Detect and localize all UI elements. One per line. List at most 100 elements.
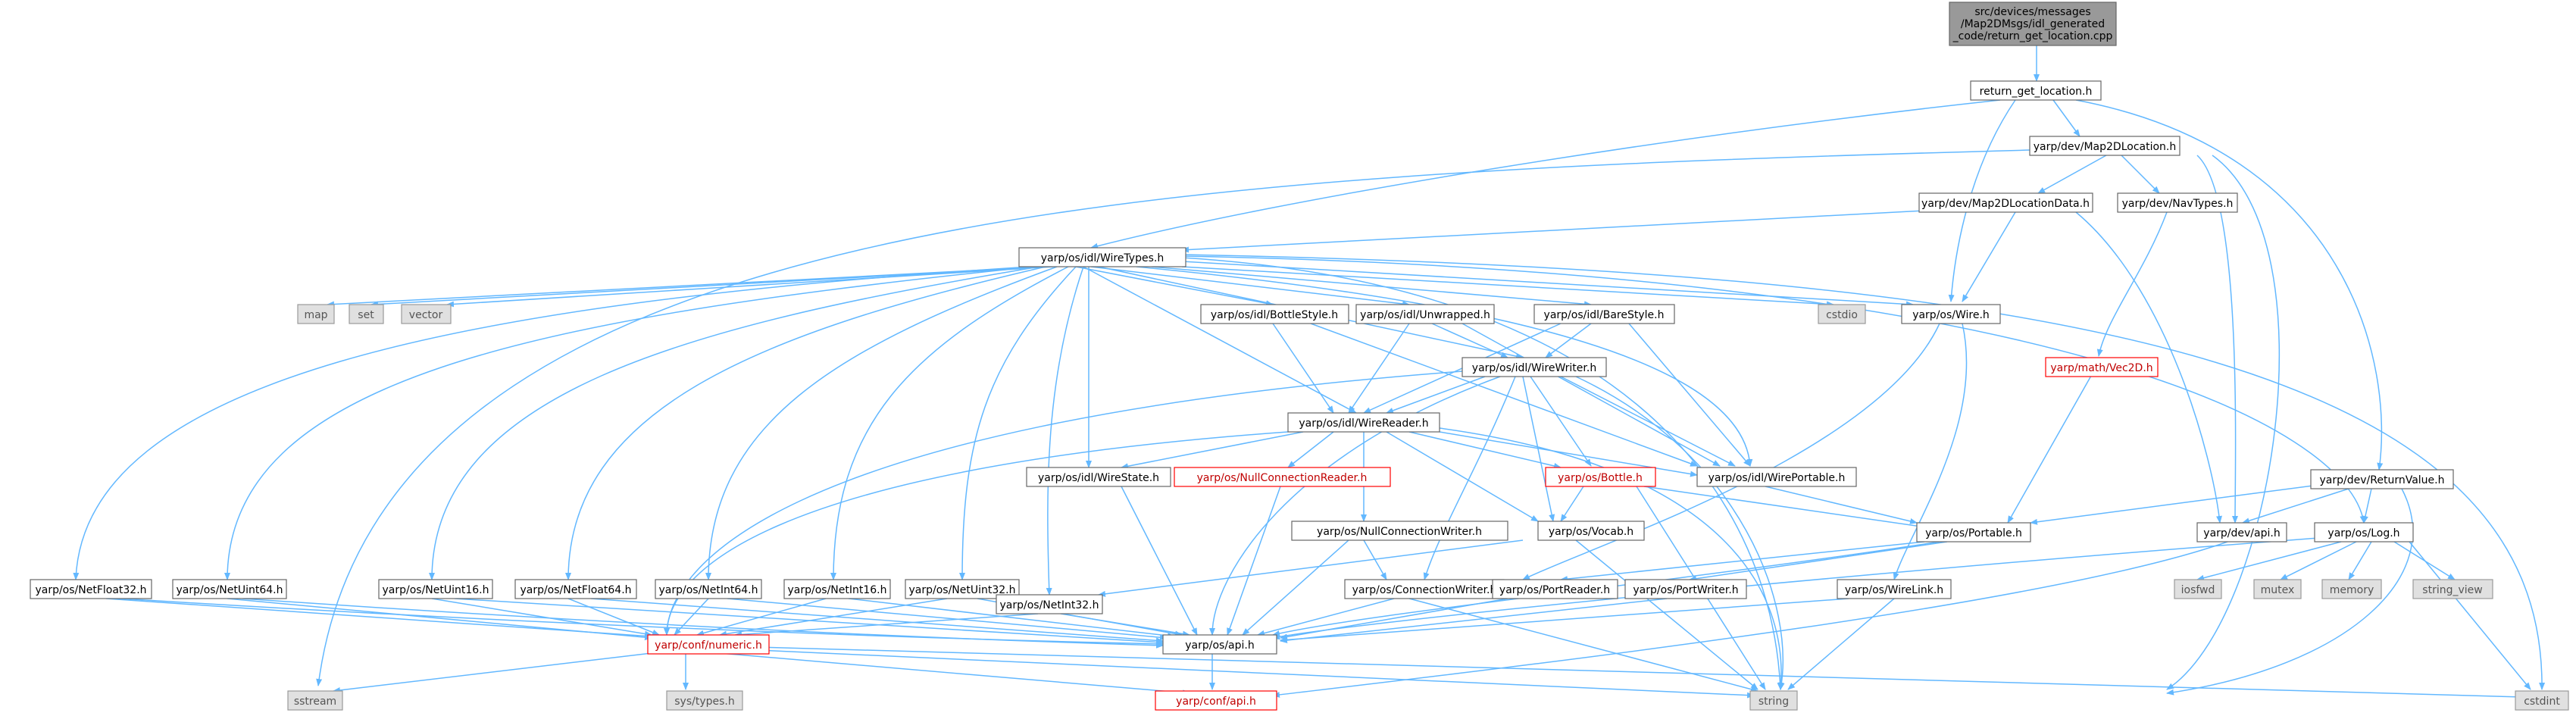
node-label: sys/types.h [674,696,734,708]
node-label: string_view [2422,584,2482,596]
node-vocab[interactable]: yarp/os/Vocab.h [1537,521,1645,541]
node-label: yarp/dev/NavTypes.h [2122,198,2234,210]
node-vec2d[interactable]: yarp/math/Vec2D.h [2045,357,2159,377]
edge-map2dlocation-data [2037,155,2107,194]
node-string[interactable]: string [1749,690,1798,711]
node-label: yarp/conf/api.h [1176,696,1256,708]
node-netuint16[interactable]: yarp/os/NetUint16.h [378,579,493,599]
edge-wirewriter-wireportable [1560,376,1736,467]
edge-numeric-cstdint [757,646,2524,700]
edge-wirewriter-connwriter [1423,376,1516,580]
node-set[interactable]: set [349,304,384,324]
node-numeric[interactable]: yarp/conf/numeric.h [647,634,770,655]
edge-wirelink-string [1787,598,1895,690]
node-navtypes[interactable]: yarp/dev/NavTypes.h [2117,192,2238,213]
node-bottlestyle[interactable]: yarp/os/idl/BottleStyle.h [1200,304,1349,324]
node-wiretypes[interactable]: yarp/os/idl/WireTypes.h [1018,247,1186,267]
node-systypes[interactable]: sys/types.h [666,690,743,711]
node-string-view[interactable]: string_view [2412,579,2493,599]
node-confapi[interactable]: yarp/conf/api.h [1155,690,1277,711]
node-label: yarp/os/idl/WirePortable.h [1708,472,1846,484]
edge-wirereader-wirestate [1121,431,1304,470]
node-iosfwd[interactable]: iosfwd [2174,579,2222,599]
node-wirelink[interactable]: yarp/os/WireLink.h [1837,579,1952,599]
node-unwrapped[interactable]: yarp/os/idl/Unwrapped.h [1355,304,1495,324]
node-connwriter[interactable]: yarp/os/ConnectionWriter.h [1344,579,1505,599]
node-map2dlocationdata[interactable]: yarp/dev/Map2DLocationData.h [1918,192,2093,213]
edge-wiretypes-cstdint [1181,254,2546,690]
node-portreader[interactable]: yarp/os/PortReader.h [1492,579,1618,599]
edge-wiretypes-map [327,266,1046,308]
edge-map2dlocation-devapi [2196,155,2239,524]
node-vector[interactable]: vector [401,304,452,324]
edge-barestyle-wireportable [1628,323,1751,467]
edge-navtypes-vec2d [2096,211,2168,357]
edge-unwrapped-wirereader [1348,323,1410,414]
edge-vocab-netint32 [1098,539,1524,597]
node-portwriter[interactable]: yarp/os/PortWriter.h [1624,579,1747,599]
edge-wirewriter-string [1575,376,1785,690]
node-portable[interactable]: yarp/os/Portable.h [1916,522,2031,542]
node-cstdio[interactable]: cstdio [1818,304,1866,324]
edge-wiretypes-bottlestyle [1075,266,1274,307]
edge-wiretypes-barestyle [1151,266,1592,308]
node-wire[interactable]: yarp/os/Wire.h [1901,304,2001,324]
node-bottle[interactable]: yarp/os/Bottle.h [1545,467,1656,487]
root-line-3: _code/return_get_location.cpp [1952,30,2113,42]
node-memory[interactable]: memory [2321,579,2382,599]
edge-data-devapi [2075,211,2222,524]
edge-wiretypes-netuint64 [224,266,1035,580]
node-netuint64[interactable]: yarp/os/NetUint64.h [172,579,287,599]
node-wirereader[interactable]: yarp/os/idl/WireReader.h [1287,412,1440,433]
edge-wire-portreader [1522,323,1940,580]
node-wirewriter[interactable]: yarp/os/idl/WireWriter.h [1462,357,1607,377]
node-nullconnwriter[interactable]: yarp/os/NullConnectionWriter.h [1291,521,1508,541]
node-sstream[interactable]: sstream [287,690,343,711]
node-label: yarp/os/NetUint64.h [176,584,283,596]
edge-netint16-osapi [848,598,1175,639]
node-netint32[interactable]: yarp/os/NetInt32.h [996,594,1103,614]
node-netfloat64[interactable]: yarp/os/NetFloat64.h [514,579,637,599]
edge-wiretypes-netfloat32 [73,266,1031,580]
edge-map2dlocation-navtypes [2121,155,2160,194]
node-log[interactable]: yarp/os/Log.h [2314,522,2414,542]
edge-return-returnvalue [2075,99,2384,471]
node-wirestate[interactable]: yarp/os/idl/WireState.h [1026,467,1171,487]
edge-map2dlocation-string [2166,155,2281,690]
edge-wiretypes-netuint16 [429,266,1040,580]
node-netfloat32[interactable]: yarp/os/NetFloat32.h [30,579,152,599]
node-devapi[interactable]: yarp/dev/api.h [2196,522,2287,542]
edge-wiretypes-netint16 [830,266,1069,580]
node-barestyle[interactable]: yarp/os/idl/BareStyle.h [1533,304,1675,324]
node-label: yarp/os/PortWriter.h [1633,584,1738,596]
node-label: yarp/os/idl/WireTypes.h [1041,252,1164,264]
node-mutex[interactable]: mutex [2253,579,2302,599]
node-label: yarp/os/idl/Unwrapped.h [1360,309,1490,321]
node-map[interactable]: map [297,304,335,324]
node-map2dlocation[interactable]: yarp/dev/Map2DLocation.h [2029,136,2181,156]
node-osapi[interactable]: yarp/os/api.h [1162,634,1277,655]
edge-wire-wirelink [1893,323,1968,580]
node-label: mutex [2261,584,2295,596]
node-cstdint[interactable]: cstdint [2515,690,2569,711]
edge-wiretypes-netint64 [705,266,1058,580]
edge-nullconnwriter-osapi [1242,539,1349,636]
node-label: iosfwd [2181,584,2215,596]
edge-portwriter-osapi [1280,598,1668,643]
node-returnvalue[interactable]: yarp/dev/ReturnValue.h [2310,469,2454,489]
edge-portable-portreader [1560,541,1925,583]
node-wireportable[interactable]: yarp/os/idl/WirePortable.h [1696,467,1857,487]
node-return-get-location[interactable]: return_get_location.h [1970,80,2102,101]
node-netint16[interactable]: yarp/os/NetInt16.h [783,579,891,599]
node-label: memory [2330,584,2374,596]
edge-wiretypes-vector [446,266,1054,308]
edge-nullconnwriter-connwriter [1363,539,1387,580]
node-nullconnreader[interactable]: yarp/os/NullConnectionReader.h [1174,467,1391,487]
edge-netint16-numeric [696,598,827,636]
edge-netfloat64-osapi [590,598,1164,644]
node-netint64[interactable]: yarp/os/NetInt64.h [655,579,762,599]
edge-log-memory [2348,541,2372,580]
edge-wiretypes-string [1181,257,1784,690]
node-root-file[interactable]: src/devices/messages /Map2DMsgs/idl_gene… [1949,2,2117,46]
node-label: yarp/os/ConnectionWriter.h [1352,584,1497,596]
